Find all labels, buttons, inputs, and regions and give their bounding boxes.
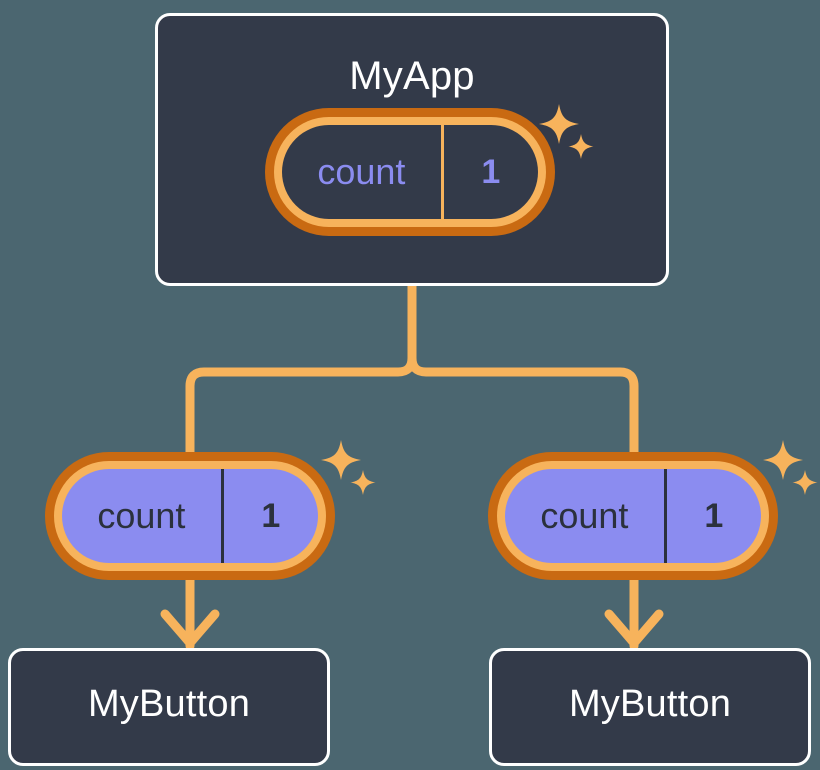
component-title-mybutton-left: MyButton [87, 683, 251, 725]
sparkle-small-icon [350, 470, 376, 495]
arrow-down-icon-right [604, 570, 664, 651]
state-pill-ring-inner: count 1 [54, 461, 326, 571]
state-key-label: count [540, 495, 629, 536]
component-title-mybutton-right: MyButton [568, 683, 732, 725]
sparkle-icon [321, 440, 361, 480]
state-pill-ring-inner: count 1 [497, 461, 769, 571]
state-divider [220, 469, 224, 563]
state-pill-mybutton-right[interactable]: count 1 [488, 452, 778, 580]
state-value-label: 1 [481, 152, 501, 191]
fork-connector [185, 281, 417, 475]
state-pill-ring-inner: count 1 [274, 117, 546, 227]
state-divider [440, 125, 444, 219]
state-value-label: 1 [261, 496, 281, 535]
sparkle-small-icon [792, 470, 818, 495]
state-pill-body: count 1 [505, 469, 761, 563]
component-box-mybutton-left[interactable]: MyButton [8, 648, 330, 766]
state-key-label: count [317, 151, 406, 192]
arrow-down-icon-left [160, 570, 220, 651]
sparkle-icon [763, 440, 803, 480]
fork-connector-right [407, 281, 639, 475]
state-pill-body: count 1 [62, 469, 318, 563]
state-pill-mybutton-left[interactable]: count 1 [45, 452, 335, 580]
state-divider [663, 469, 667, 563]
state-pill-body: count 1 [282, 125, 538, 219]
state-value-label: 1 [704, 496, 724, 535]
component-title-myapp: MyApp [349, 54, 475, 98]
state-key-label: count [97, 495, 186, 536]
component-box-mybutton-right[interactable]: MyButton [489, 648, 811, 766]
state-pill-myapp[interactable]: count 1 [265, 108, 555, 236]
